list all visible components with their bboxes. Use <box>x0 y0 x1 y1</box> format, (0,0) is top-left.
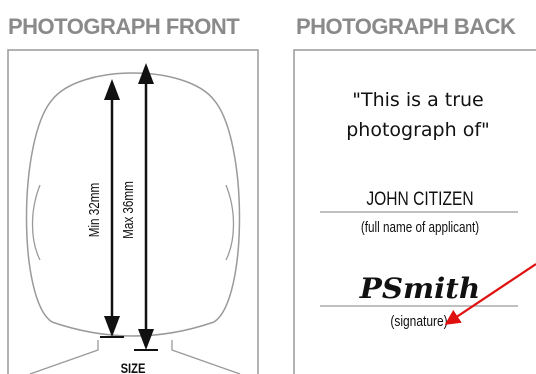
signature: PSmith <box>359 272 481 305</box>
size-label: SIZE <box>121 361 146 374</box>
max-size-label: Max 36mm <box>120 181 137 239</box>
left-ear <box>33 185 41 260</box>
photograph-front-panel: Min 32mm Max 36mm SIZE <box>8 50 258 374</box>
back-heading: PHOTOGRAPH BACK <box>296 14 516 39</box>
min-size-label: Min 32mm <box>86 183 103 238</box>
applicant-name: JOHN CITIZEN <box>366 188 473 210</box>
photograph-back-panel: "This is a true photograph of" JOHN CITI… <box>294 50 536 374</box>
min-arrow-up-icon <box>104 79 120 100</box>
signature-caption: (signature) <box>390 313 447 330</box>
name-caption: (full name of applicant) <box>361 219 479 236</box>
declaration-line-1: "This is a true <box>352 89 484 111</box>
front-heading: PHOTOGRAPH FRONT <box>8 14 240 39</box>
declaration-line-2: photograph of" <box>346 119 490 141</box>
right-ear <box>226 185 234 260</box>
chin-outline <box>52 322 214 336</box>
max-arrow-down-icon <box>138 329 154 350</box>
